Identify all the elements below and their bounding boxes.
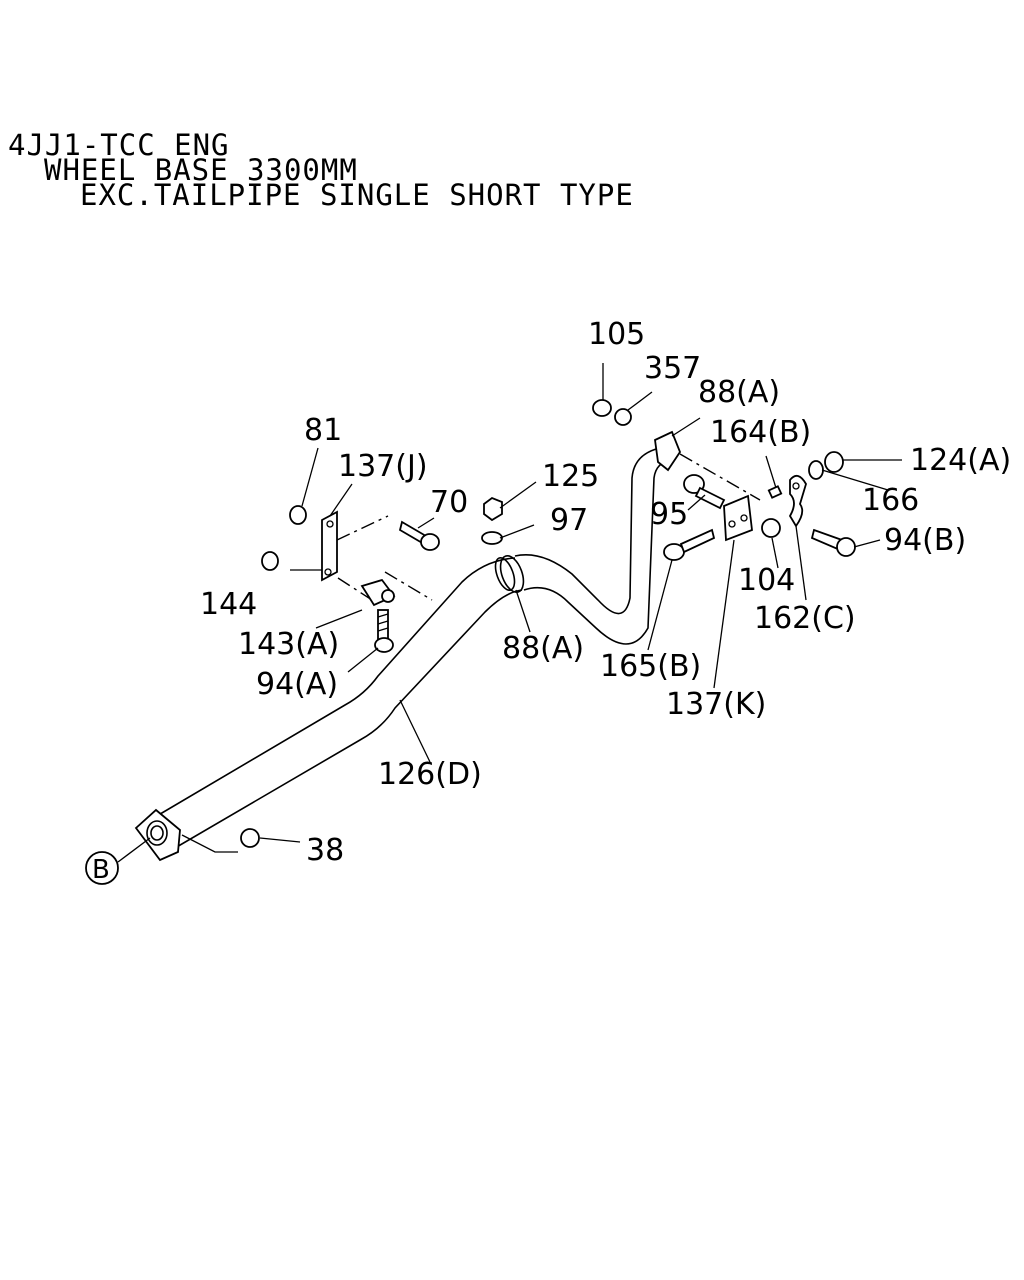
bracket-137k [723,494,753,542]
bolt-95 [683,474,726,510]
callout-125: 125 [542,459,599,494]
callout-94a: 94(A) [256,667,338,702]
header-engine: 4JJ1-TCC ENG [8,128,230,162]
nut-104 [761,518,781,538]
hanger-162c [788,474,807,528]
callout-88a-mid: 88(A) [502,631,584,666]
washer-97 [481,531,503,545]
callout-166: 166 [862,483,919,518]
callout-88a-top: 88(A) [698,375,780,410]
callout-165b: 165(B) [600,649,701,684]
callout-164b: 164(B) [710,415,811,450]
rubber-mount-143a [360,578,396,607]
callout-137j: 137(J) [338,449,428,484]
header-tailpipe-type: EXC.TAILPIPE SINGLE SHORT TYPE [80,178,634,212]
callout-144: 144 [200,587,257,622]
callout-137k: 137(K) [666,687,766,722]
nut-125 [483,496,503,522]
callout-104: 104 [738,563,795,598]
callout-81: 81 [304,413,342,448]
callout-97: 97 [550,503,588,538]
exhaust-pipe-126d [149,447,673,849]
reference-marker-b-label: B [92,855,110,885]
callout-357: 357 [644,351,701,386]
callout-126d: 126(D) [378,757,482,792]
callout-94b: 94(B) [884,523,966,558]
header-wheelbase: WHEEL BASE 3300MM [44,153,358,187]
bolt-94b [810,528,856,557]
reference-marker-b: B [85,851,119,885]
nut-38 [240,828,260,848]
callout-95: 95 [650,497,688,532]
hanger-bracket-137j [290,510,433,601]
washer-357 [614,408,632,426]
bolt-165b [663,528,716,561]
nut-81 [289,505,307,525]
callout-105: 105 [588,317,645,352]
washer-166 [808,460,824,480]
callout-38: 38 [306,833,344,868]
callout-143a: 143(A) [238,627,339,662]
callout-162c: 162(C) [754,601,856,636]
clamp-88a-upper [654,430,761,501]
nut-144 [261,551,279,571]
leader-lines [117,363,902,863]
bolt-70 [398,520,440,551]
nut-105 [592,399,612,417]
callout-124a: 124(A) [910,443,1011,478]
callout-70: 70 [430,485,468,520]
collar-164b [767,485,783,499]
nut-124a [824,451,844,473]
bolt-94a [374,609,394,653]
pipe-flange [134,808,238,862]
